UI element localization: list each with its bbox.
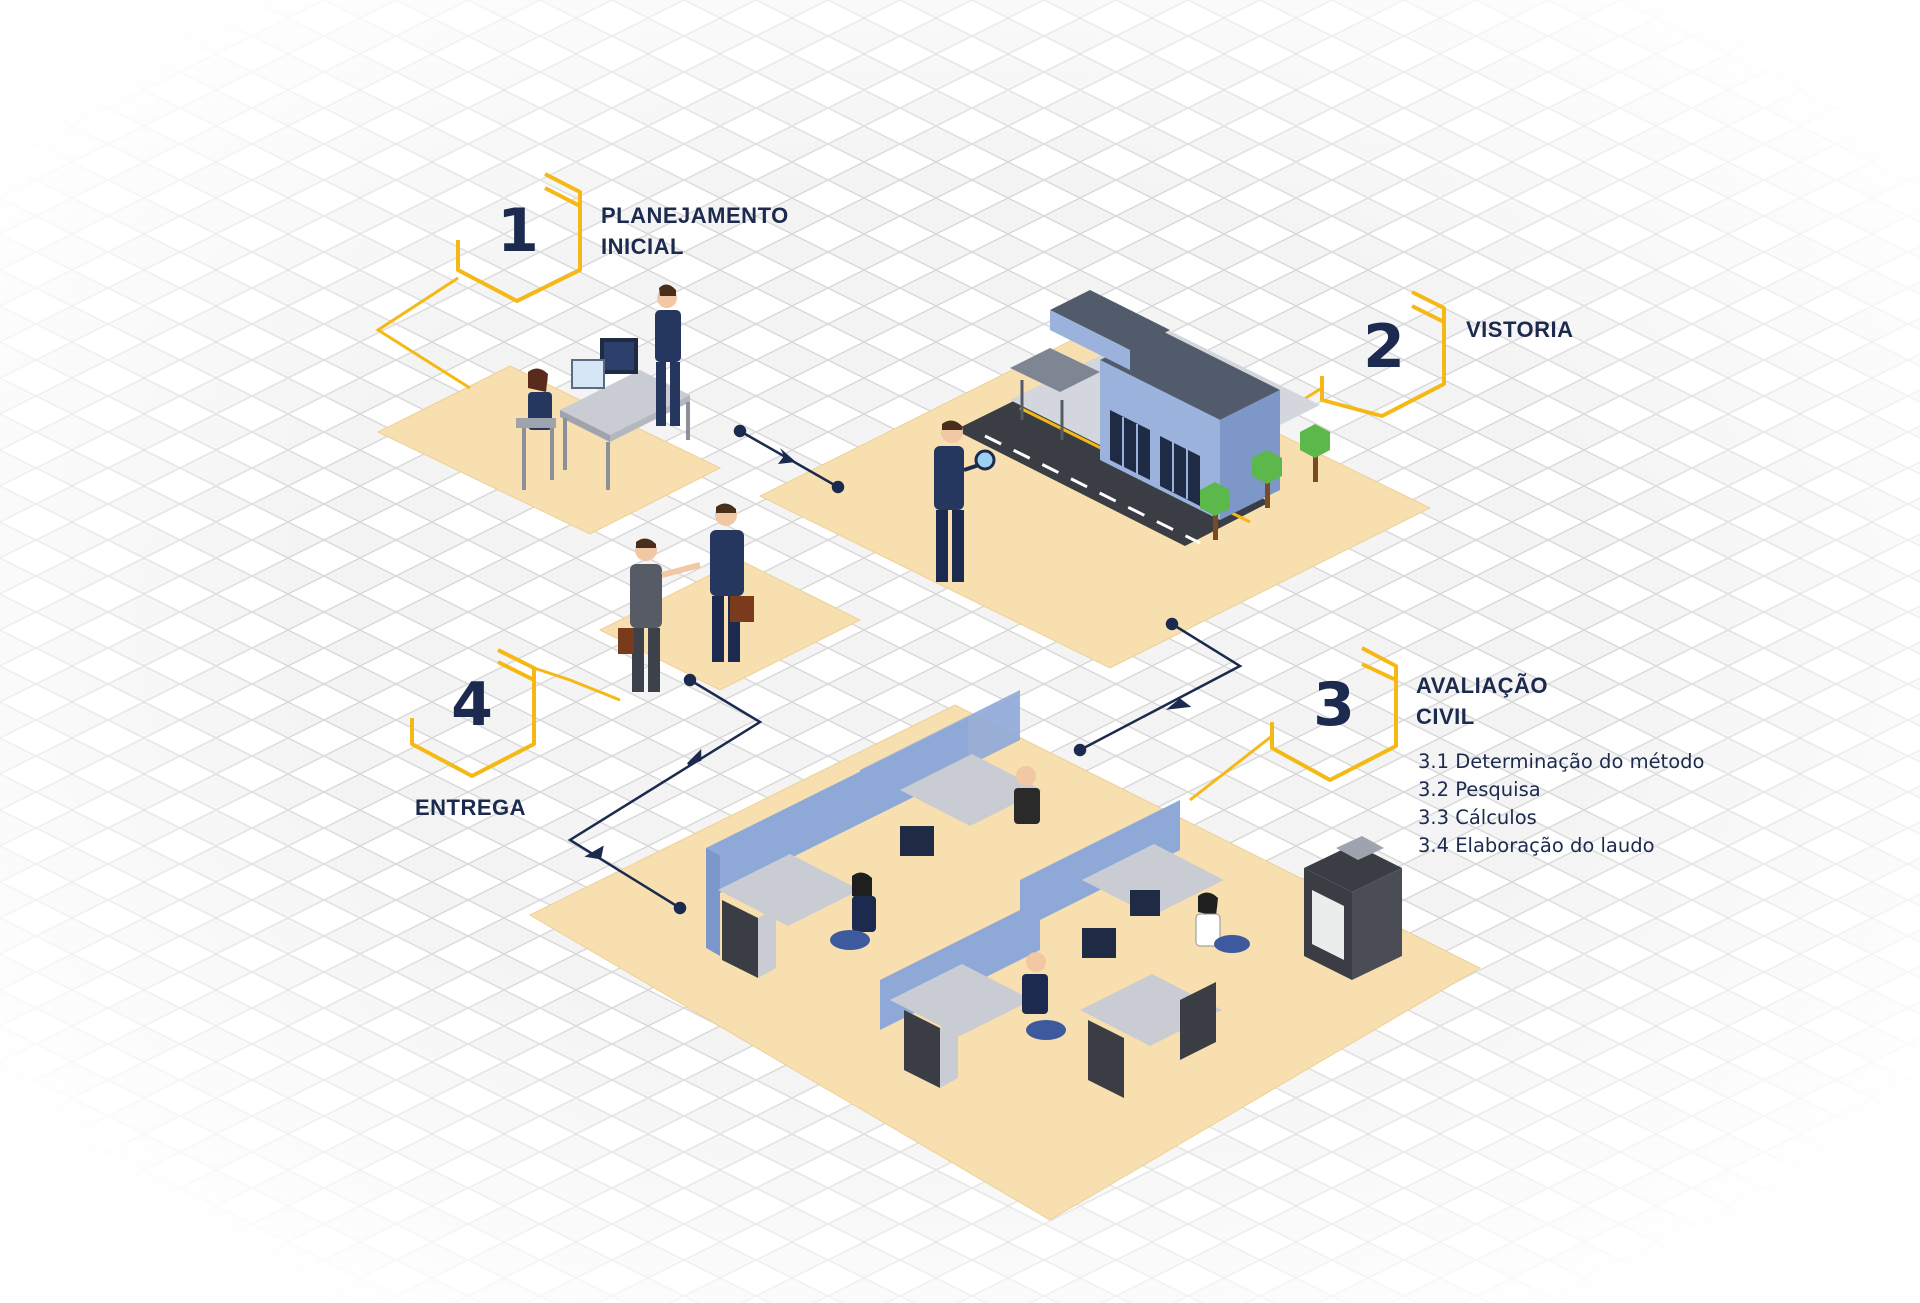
step-1-number: 1 [497, 196, 539, 266]
step-3-subitem: 3.1 Determinação do método [1418, 750, 1705, 773]
floor-step1 [376, 365, 722, 535]
hex-badge-2-top [1411, 290, 1446, 322]
step-2-title: VISTORIA [1466, 317, 1574, 342]
step-3-subitem: 3.3 Cálculos [1418, 806, 1537, 829]
office-cubicles-icon [706, 690, 1402, 1098]
hex-badge-1-top [544, 172, 582, 270]
step-3-title-line2: CIVIL [1416, 704, 1475, 729]
arrow-3-to-4 [567, 678, 763, 910]
step-1-title-line2: INICIAL [601, 234, 684, 259]
hex-badge-3 [1270, 662, 1398, 782]
step-3-subitems: 3.1 Determinação do método 3.2 Pesquisa … [1418, 748, 1704, 860]
step-3-number: 3 [1313, 670, 1355, 740]
hex-badge-4 [410, 660, 536, 778]
step-4-title: ENTREGA [415, 795, 527, 820]
step-2-number: 2 [1363, 312, 1405, 382]
connector-1 [375, 276, 471, 390]
hex-badge-1 [456, 186, 582, 303]
handshake-icon [618, 503, 754, 692]
connector-3 [1189, 734, 1273, 802]
step-4-number: 4 [451, 670, 493, 740]
step-1-title: PLANEJAMENTO INICIAL [601, 200, 789, 262]
arrow-2-to-3 [1079, 622, 1243, 752]
hex-badge-3-top [1361, 646, 1398, 680]
step-3-title: AVALIAÇÃO CIVIL [1416, 670, 1548, 732]
floor-step2 [758, 335, 1432, 669]
step-3-subitem: 3.2 Pesquisa [1418, 778, 1541, 801]
step-1-title-line1: PLANEJAMENTO [601, 203, 789, 228]
step-3-subitem: 3.4 Elaboração do laudo [1418, 834, 1655, 857]
step-3-title-line1: AVALIAÇÃO [1416, 673, 1549, 698]
connector-4 [533, 666, 621, 702]
flow-arrows [567, 424, 1243, 915]
meeting-desk-icon [516, 284, 690, 490]
hex-badge-2 [1320, 304, 1446, 418]
building-inspection-icon [934, 290, 1330, 582]
